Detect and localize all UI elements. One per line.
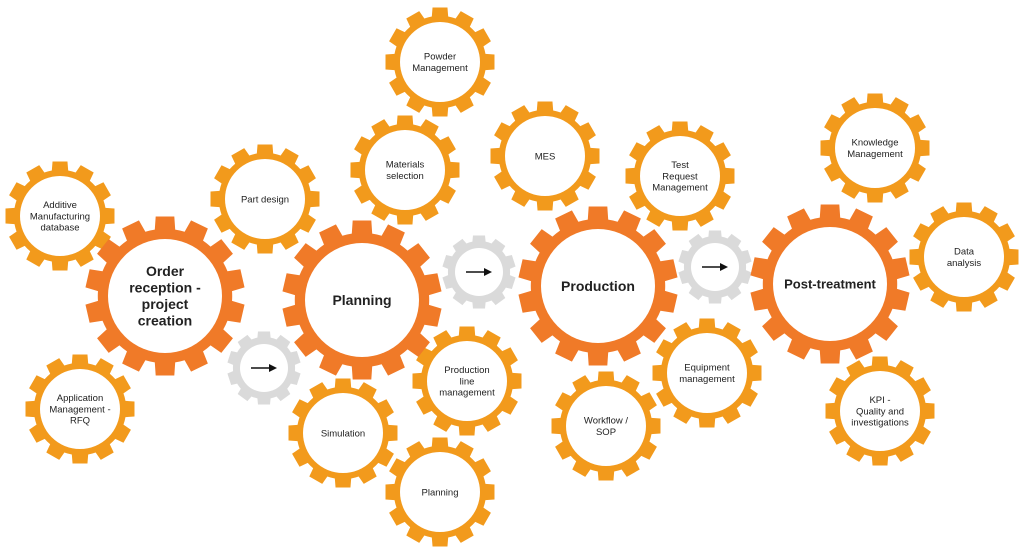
stage-gear-post-treatment-label: Post-treatment	[784, 277, 876, 292]
arrow-head-icon	[484, 268, 492, 276]
gear-workflow-sop-label: Workflow /SOP	[584, 416, 629, 438]
gear-production-line-management-hub	[427, 341, 507, 421]
stage-gear-production-label: Production	[561, 278, 635, 294]
gear-kpi-quality-and-investigations-hub	[840, 371, 920, 451]
stage-gear-planning-hub	[305, 243, 419, 357]
gear-simulation: Simulation	[288, 378, 398, 488]
stage-gear-order-reception-project-creation-hub	[108, 239, 222, 353]
gear-part-design-hub	[225, 159, 305, 239]
gear-planning-sub-label: Planning	[422, 487, 459, 498]
gear-powder-management-hub	[400, 22, 480, 102]
gear-mes-label: MES	[535, 151, 556, 162]
gear-test-request-management-hub	[640, 136, 720, 216]
gear-equipment-management-hub	[667, 333, 747, 413]
arrow-head-icon	[720, 263, 728, 271]
gear-workflow-sop: Workflow /SOP	[551, 371, 661, 481]
gear-application-management-rfq-hub	[40, 369, 120, 449]
gear-mes: MES	[490, 101, 600, 211]
gear-materials-selection-hub	[365, 130, 445, 210]
gear-data-analysis-hub	[924, 217, 1004, 297]
connector-gear-3	[678, 230, 752, 304]
stage-gear-production: Production	[518, 206, 678, 366]
stage-gear-planning-label: Planning	[332, 292, 391, 308]
gear-simulation-label: Simulation	[321, 428, 365, 439]
arrow-head-icon	[269, 364, 277, 372]
gear-planning-sub: Planning	[385, 437, 495, 547]
gear-mes-hub	[505, 116, 585, 196]
connector-gear-2	[442, 235, 516, 309]
stage-gear-production-hub	[541, 229, 655, 343]
connector-gear-1	[227, 331, 301, 405]
stage-gear-post-treatment-hub	[773, 227, 887, 341]
stage-gear-planning: Planning	[282, 220, 442, 380]
stage-gear-post-treatment: Post-treatment	[750, 204, 910, 364]
gear-knowledge-management-hub	[835, 108, 915, 188]
gear-simulation-hub	[303, 393, 383, 473]
gear-additive-manufacturing-database-hub	[20, 176, 100, 256]
gear-planning-sub-hub	[400, 452, 480, 532]
gear-part-design: Part design	[210, 144, 320, 254]
gear-part-design-label: Part design	[241, 194, 289, 205]
gear-workflow-sop-hub	[566, 386, 646, 466]
